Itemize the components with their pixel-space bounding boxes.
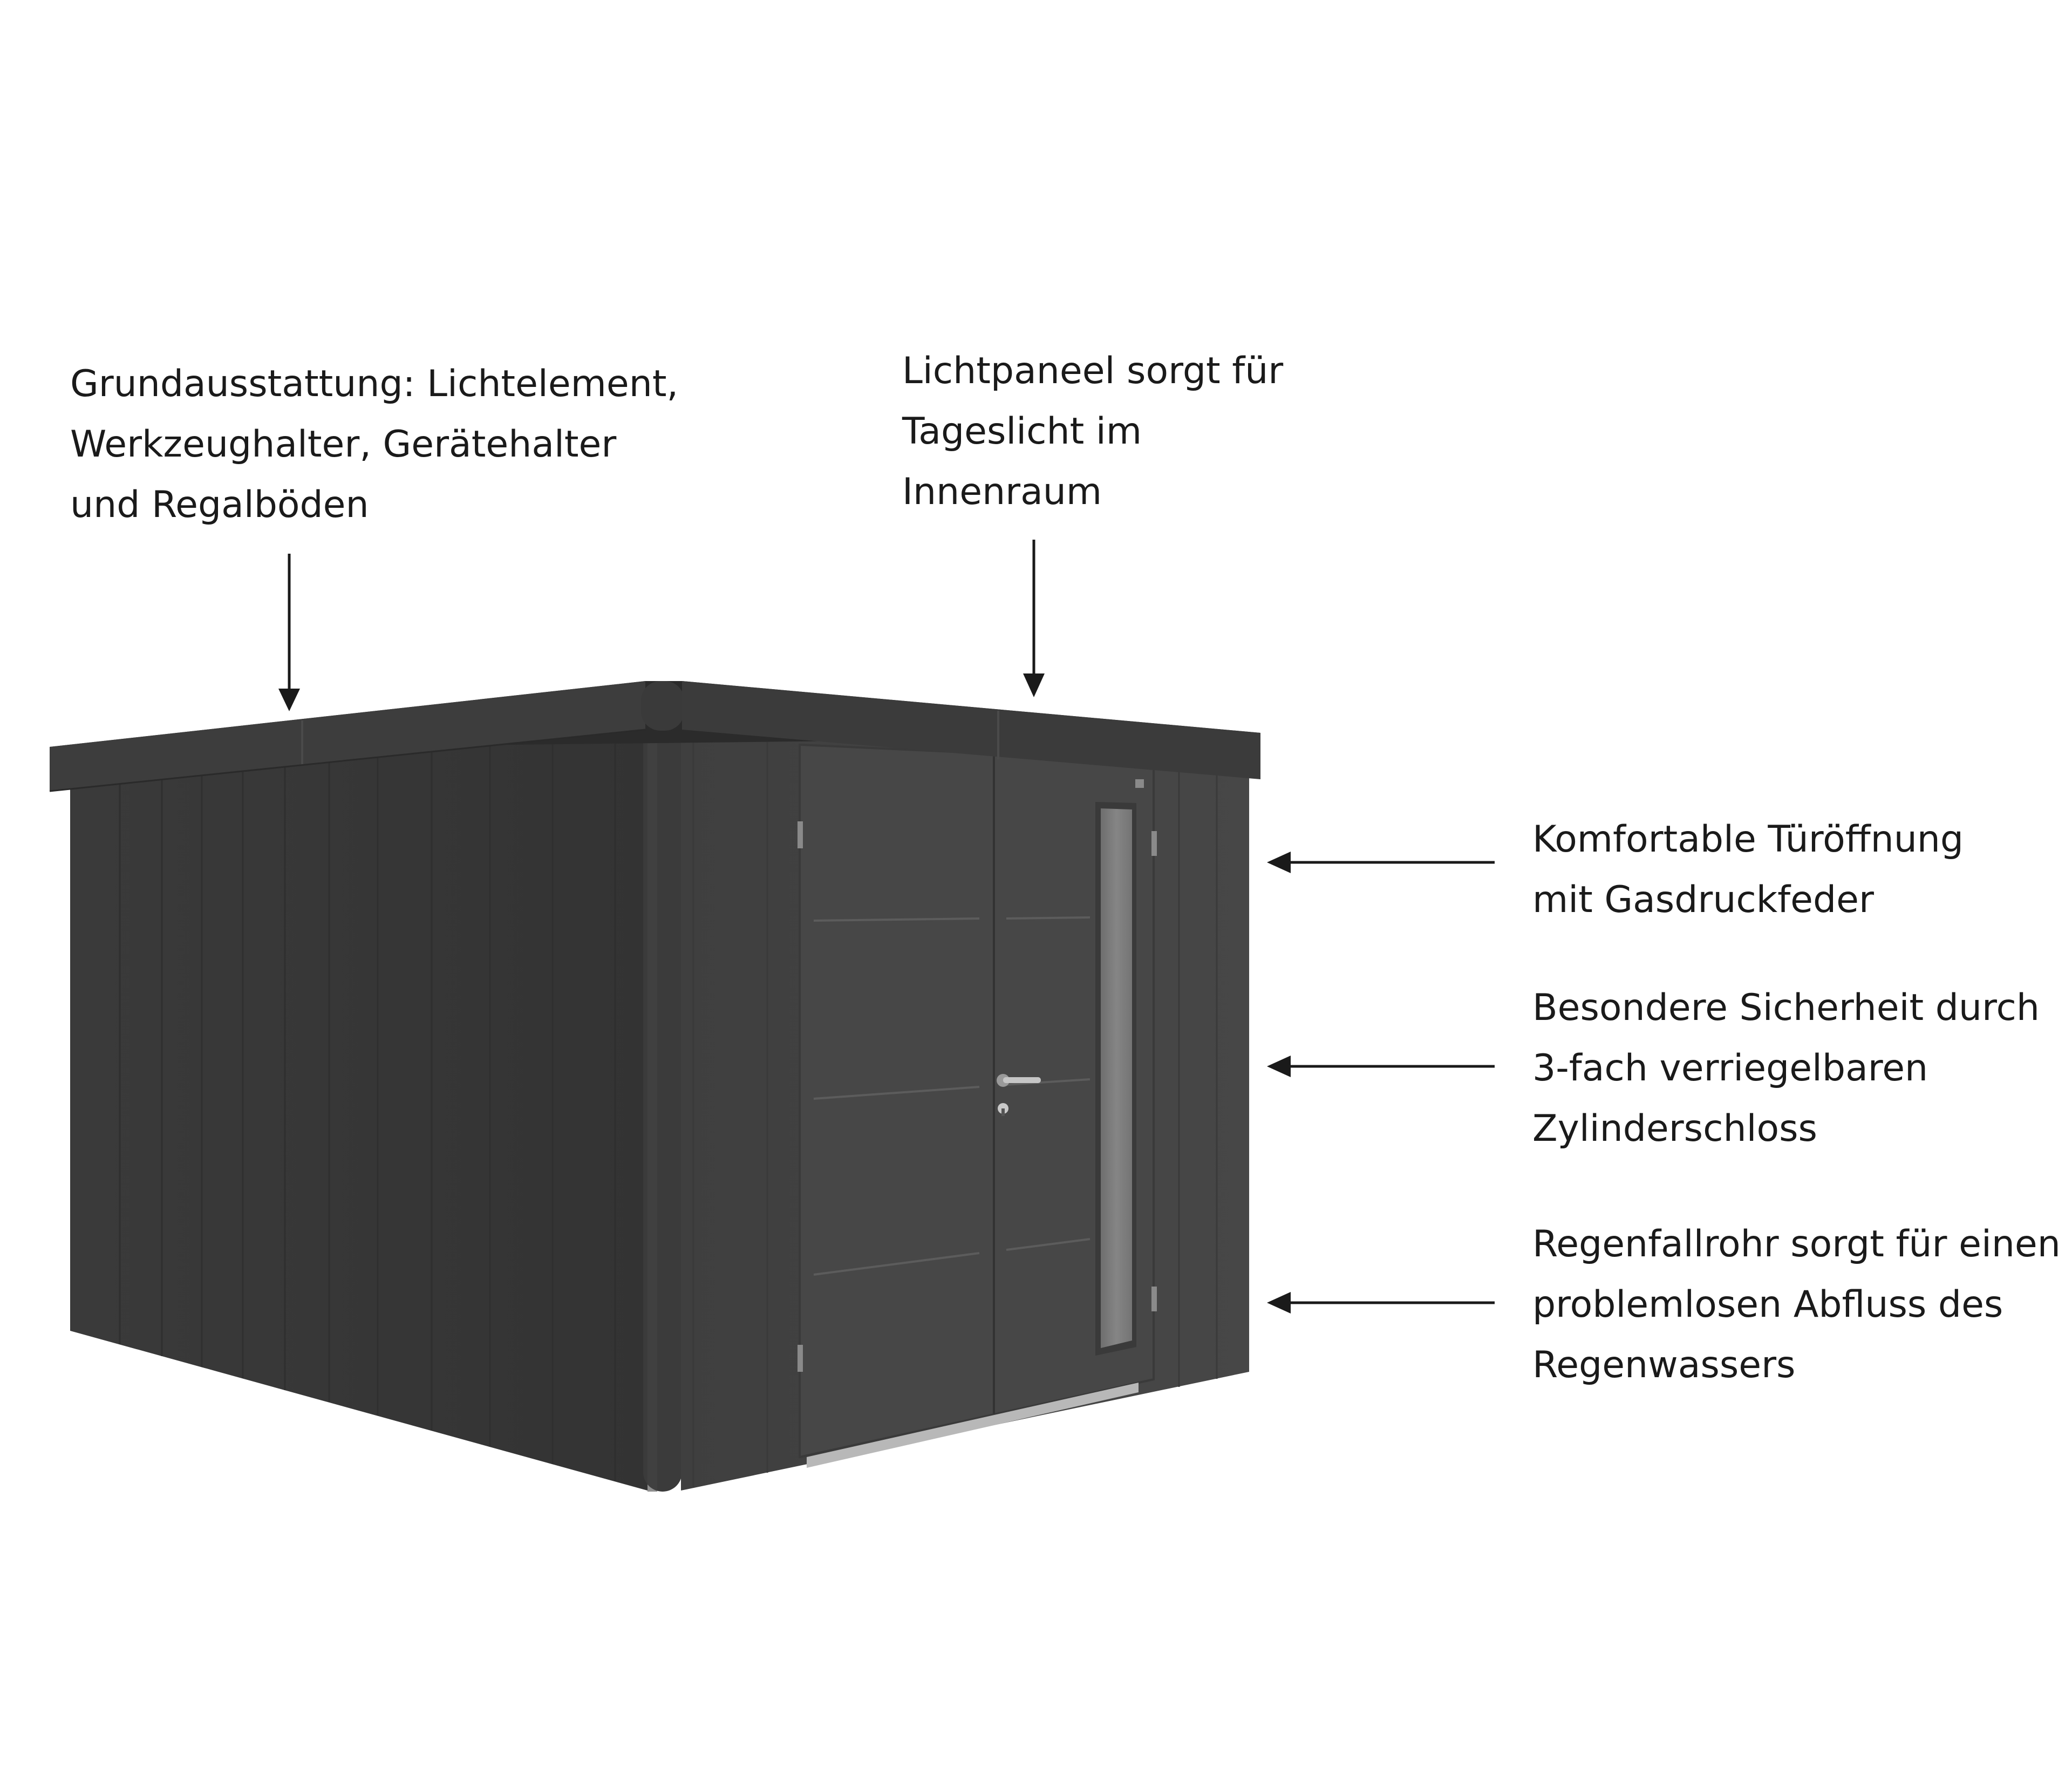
callout-line: Besondere Sicherheit durch <box>1532 986 2040 1029</box>
side-wall <box>70 696 648 1491</box>
callout-line: Tageslicht im <box>902 410 1142 453</box>
arrow-sicherheit <box>1267 1056 1495 1077</box>
callout-line: mit Gasdruckfeder <box>1532 879 1874 921</box>
arrow-lichtpaneel <box>1023 540 1045 697</box>
arrow-regenfallrohr <box>1267 1292 1495 1314</box>
door-handle <box>997 1074 1041 1116</box>
callout-lichtpaneel: Lichtpaneel sorgt für Tageslicht im Inne… <box>902 341 1283 522</box>
callout-line: Lichtpaneel sorgt für <box>902 350 1284 392</box>
callout-line: Werkzeughalter, Gerätehalter <box>70 423 617 466</box>
callout-line: problemlosen Abfluss des <box>1532 1283 2003 1326</box>
corner-post <box>643 696 682 1492</box>
double-door <box>798 743 1157 1468</box>
roof <box>49 681 1260 792</box>
callout-sicherheit: Besondere Sicherheit durch 3-fach verrie… <box>1532 978 2040 1159</box>
callout-line: Innenraum <box>902 471 1102 513</box>
arrow-grundausstattung <box>278 554 300 711</box>
callout-line: Zylinderschloss <box>1532 1107 1817 1150</box>
arrow-tueroeffnung <box>1267 852 1495 873</box>
callout-line: Regenfallrohr sorgt für einen <box>1532 1223 2061 1265</box>
callout-line: Regenwassers <box>1532 1344 1796 1386</box>
callout-line: Grundausstattung: Lichtelement, <box>70 363 679 405</box>
callout-grundausstattung: Grundausstattung: Lichtelement, Werkzeug… <box>70 354 678 535</box>
callout-regenfallrohr: Regenfallrohr sorgt für einen problemlos… <box>1532 1214 2061 1396</box>
callout-tueroeffnung: Komfortable Türöffnung mit Gasdruckfeder <box>1532 809 1964 930</box>
callout-line: Komfortable Türöffnung <box>1532 818 1964 861</box>
callout-line: 3-fach verriegelbaren <box>1532 1047 1928 1090</box>
callout-line: und Regalböden <box>70 484 369 526</box>
light-window <box>1095 779 1144 1356</box>
